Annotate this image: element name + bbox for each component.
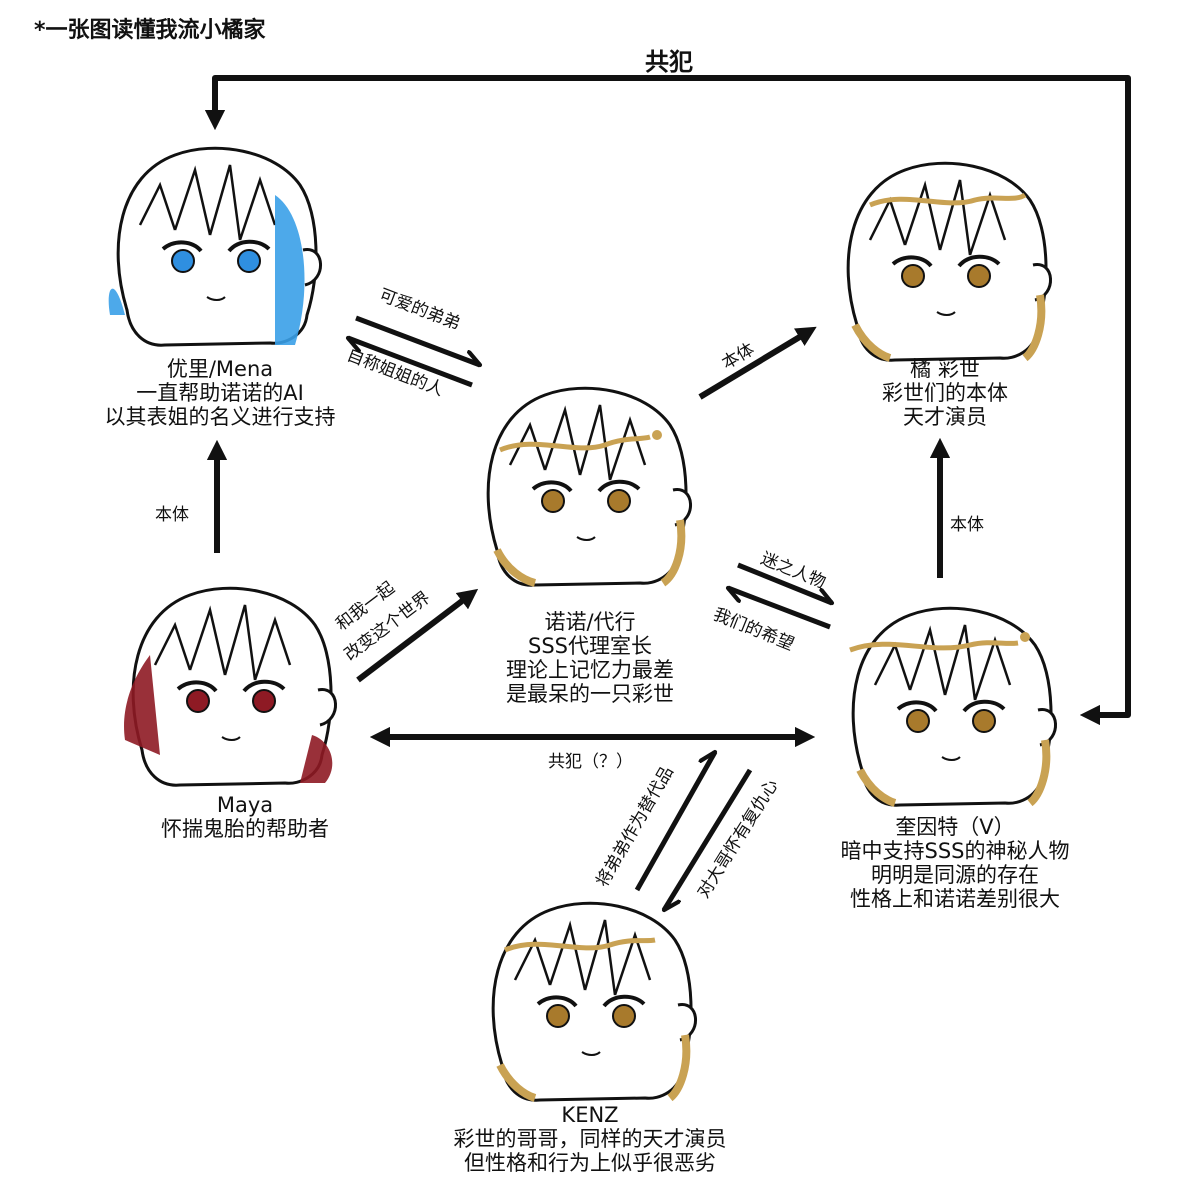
arrow-our-hope (728, 585, 831, 630)
eye-left (541, 489, 565, 513)
edge-label-maya-to-yuri: 本体 (155, 505, 189, 525)
name-kenz: KENZ (561, 1103, 619, 1127)
eye-left (901, 264, 925, 288)
eye-left (171, 249, 195, 273)
label-maya: Maya 怀揣鬼胎的帮助者 (110, 793, 380, 841)
halo-dot (1020, 632, 1030, 642)
label-saise: 橘 彩世 彩世们的本体 天才演员 (800, 357, 1090, 429)
arrow-accomplice-loop (204, 75, 1131, 726)
arrow-substitute (634, 752, 718, 892)
label-nono: 诺诺/代行 SSS代理室长 理论上记忆力最差 是最呆的一只彩世 (460, 610, 720, 706)
eye-left (186, 689, 210, 713)
edge-label-accomplice-q: 共犯（？） (548, 752, 633, 772)
arrow-revenge (661, 768, 753, 910)
portrait-maya (124, 586, 338, 788)
eye-left (906, 709, 930, 733)
arrow-nono-to-saise (698, 326, 817, 400)
hair-highlight (124, 655, 333, 783)
label-yuri: 优里/Mena 一直帮助诺诺的AI 以其表姐的名义进行支持 (60, 357, 380, 429)
name-yuri: 优里/Mena (166, 357, 274, 381)
edge-label-quint-to-saise: 本体 (950, 515, 984, 535)
name-quint: 奎因特（V） (895, 815, 1015, 839)
eye-right (607, 489, 631, 513)
label-quint: 奎因特（V） 暗中支持SSS的神秘人物 明明是同源的存在 性格上和诺诺差别很大 (800, 815, 1110, 911)
name-saise: 橘 彩世 (910, 357, 980, 381)
eye-right (237, 249, 261, 273)
portrait-nono (486, 386, 693, 588)
portrait-yuri (108, 146, 323, 348)
eye-right (967, 264, 991, 288)
name-maya: Maya (216, 793, 274, 817)
eye-right (612, 1004, 636, 1028)
arrow-mystery (737, 562, 832, 606)
portrait-kenz (491, 901, 698, 1103)
halo-dot (652, 430, 662, 440)
halo (504, 937, 656, 953)
arrow-self-sister (348, 335, 473, 388)
portrait-saise (846, 161, 1053, 363)
hair-tips (856, 739, 1051, 807)
eye-left (546, 1004, 570, 1028)
edge-label-accomplice: 共犯 (645, 48, 693, 76)
diagram-title: *一张图读懂我流小橘家 (34, 18, 266, 43)
portrait-quint (849, 606, 1058, 808)
arrow-cute-brother (355, 315, 480, 368)
hair-tips (496, 1034, 691, 1102)
eye-right (252, 689, 276, 713)
label-kenz: KENZ 彩世的哥哥，同样的天才演员 但性格和行为上似乎很恶劣 (400, 1103, 780, 1175)
name-nono: 诺诺/代行 (544, 610, 636, 634)
arrow-change-world (356, 588, 479, 683)
eye-right (972, 709, 996, 733)
